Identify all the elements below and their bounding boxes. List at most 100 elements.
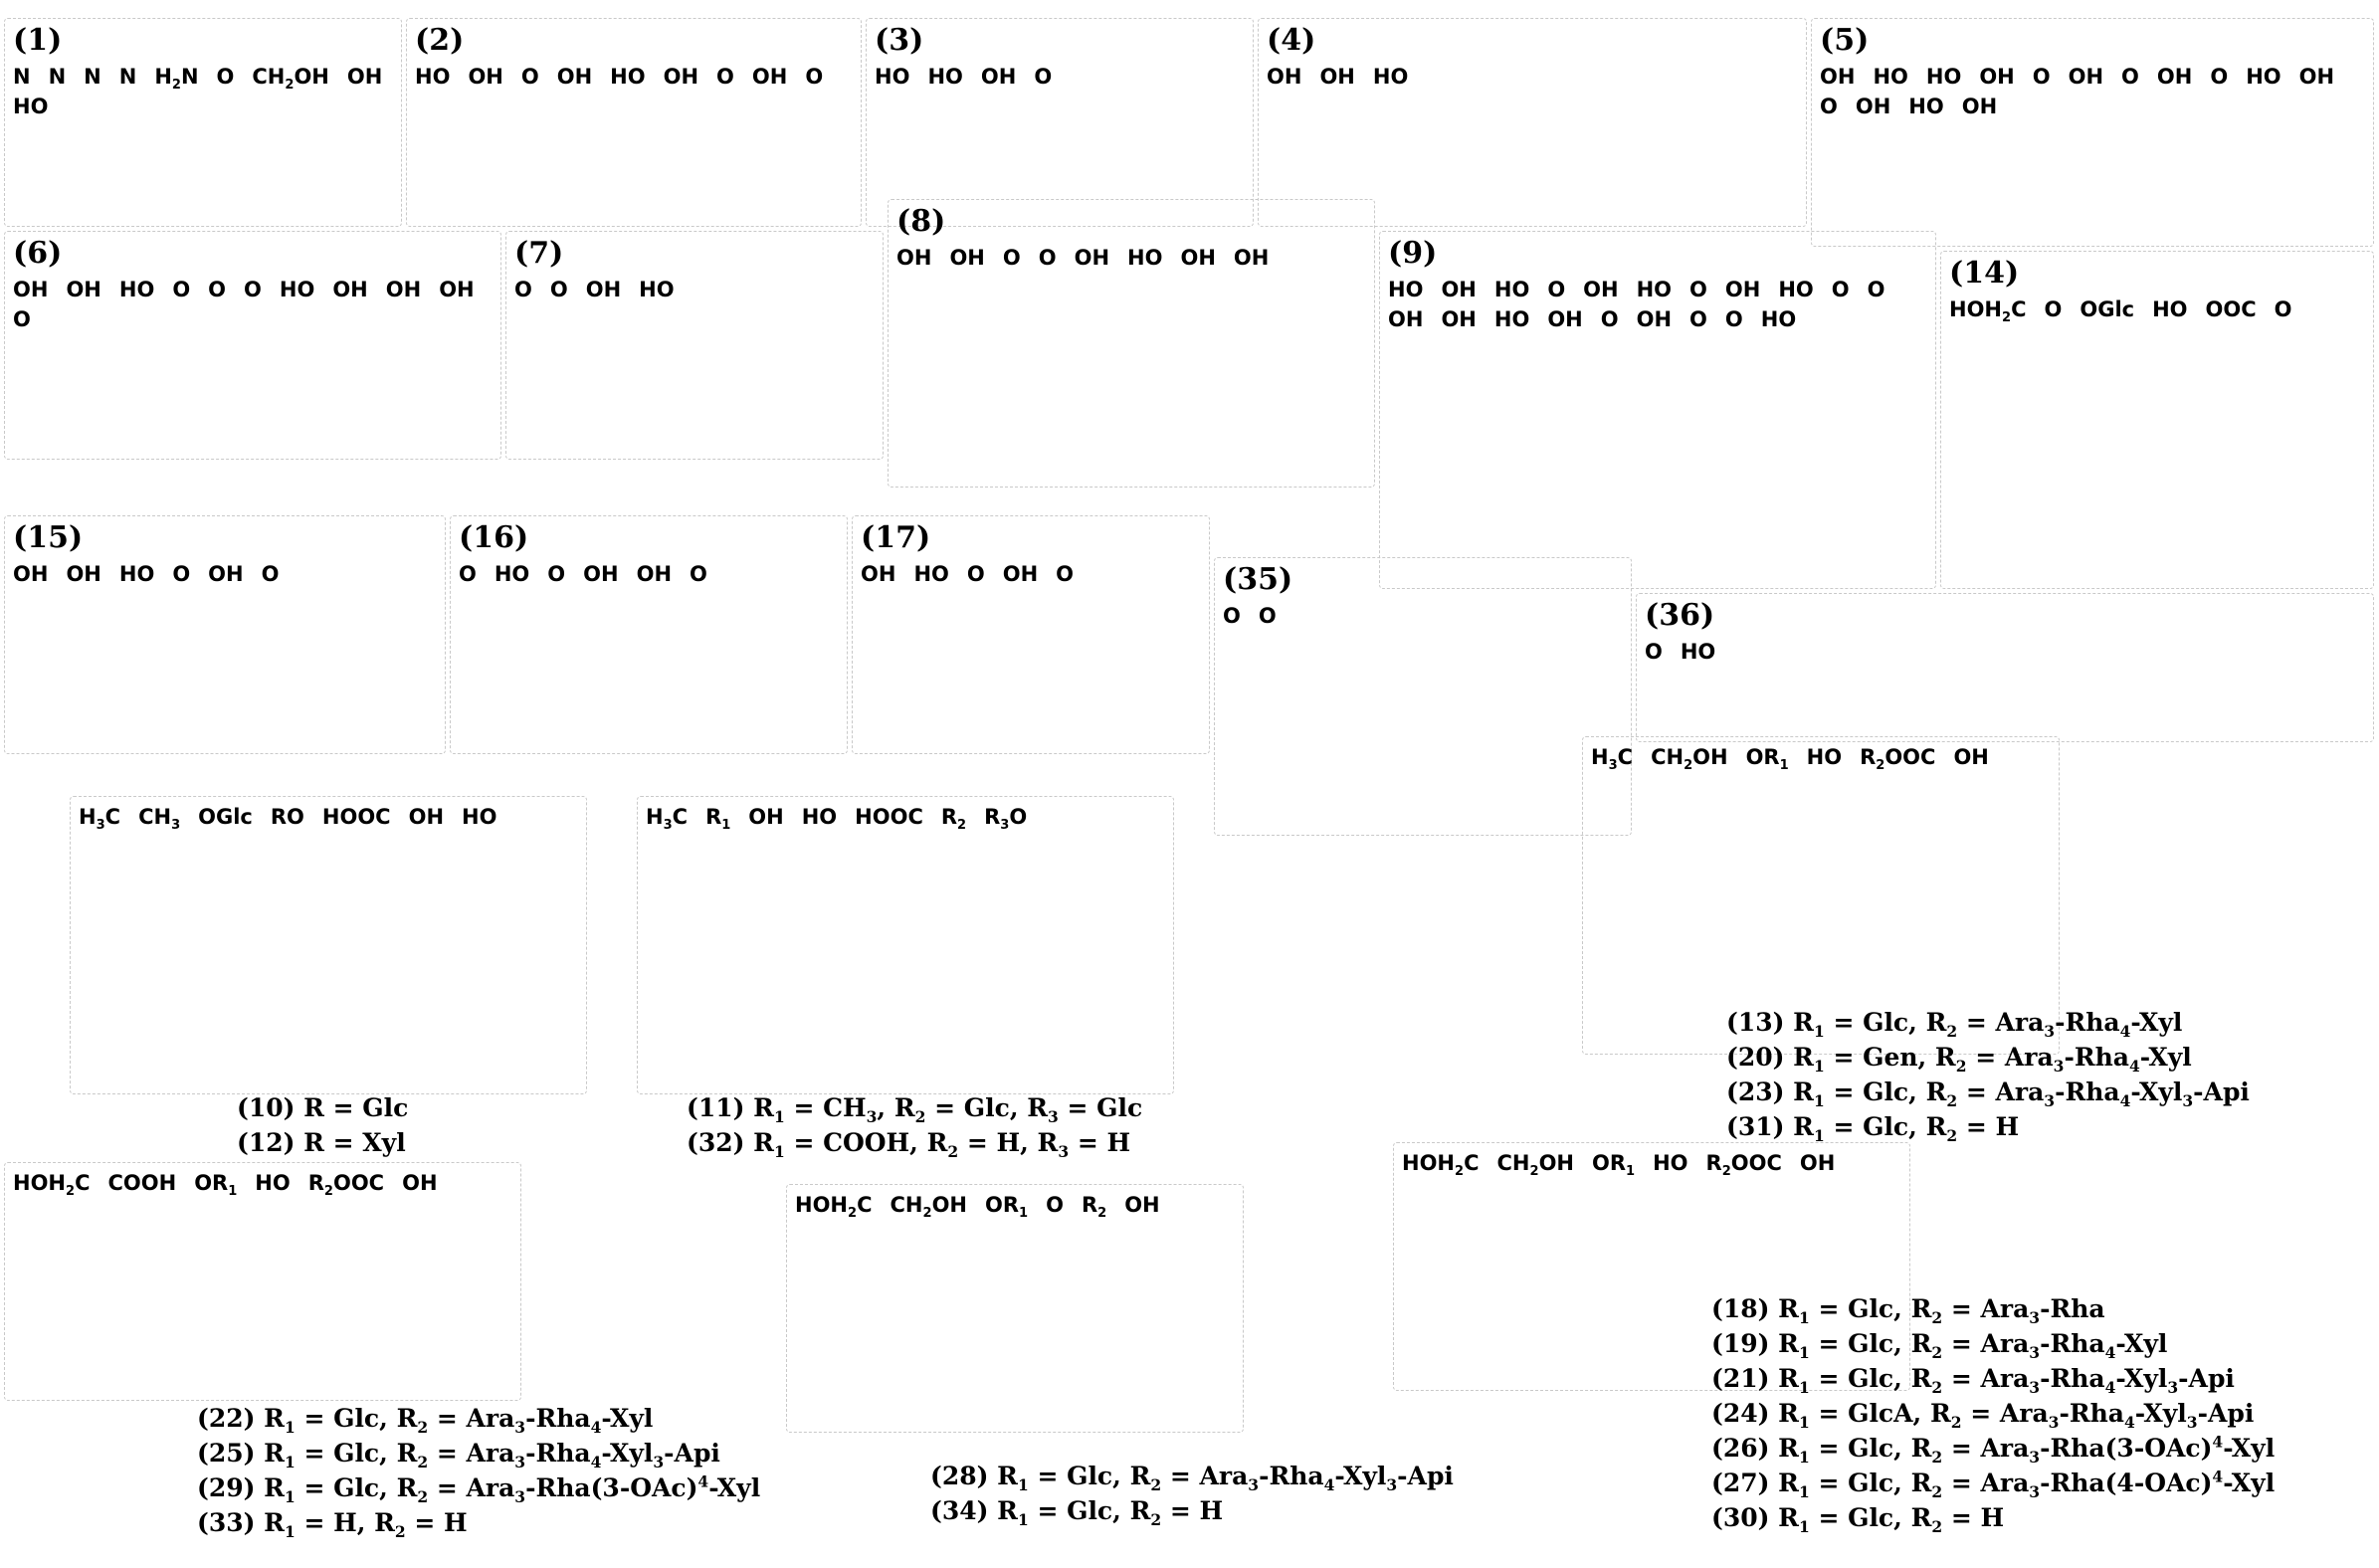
atom-label: OH [1441, 307, 1477, 331]
atom-label: HOH2C [1402, 1151, 1480, 1180]
atom-label: HO [462, 805, 497, 829]
atom-label: OH [1074, 246, 1110, 270]
atom-label: HOH2C [1949, 297, 2027, 326]
atom-label: OH [556, 65, 593, 89]
atom-label: CH2OH [252, 65, 329, 94]
atom-label: HO [1925, 65, 1962, 89]
atom-label: O [2121, 65, 2139, 89]
atom-label: O [2274, 297, 2292, 321]
atom-label: O [1831, 278, 1850, 301]
atom-label: HO [1127, 246, 1163, 270]
legend-line: (29) R1 = Glc, R2 = Ara3-Rha(3-OAc)4-Xyl [197, 1471, 761, 1506]
atom-label: HO [927, 65, 963, 89]
compound-number: (15) [13, 520, 84, 555]
legend-compounds-22-25-29-33: (22) R1 = Glc, R2 = Ara3-Rha4-Xyl(25) R1… [197, 1401, 760, 1540]
compound-number: (3) [875, 23, 924, 58]
atom-label: HOOC [855, 805, 923, 829]
atom-label: O [2044, 297, 2063, 321]
atom-label: HO [1873, 65, 1908, 89]
atom-label: N [48, 65, 67, 89]
atom-label: O [2032, 65, 2051, 89]
atom-label: HO [639, 278, 675, 301]
atom-label: O [261, 562, 280, 586]
atom-label: OR1 [1592, 1151, 1636, 1180]
atom-label: OH [1583, 278, 1619, 301]
atom-label: HO [118, 562, 155, 586]
compound-number: (2) [415, 23, 465, 58]
atom-label: HO [1636, 278, 1673, 301]
atom-label: OH [13, 562, 49, 586]
legend-line: (22) R1 = Glc, R2 = Ara3-Rha4-Xyl [197, 1404, 654, 1437]
atom-label: R2 [1081, 1193, 1107, 1222]
atom-label: OH [2298, 65, 2335, 89]
atom-label: R1 [705, 805, 731, 834]
atom-label: O [520, 65, 539, 89]
atom-label: OH [1820, 65, 1856, 89]
atom-label: OH [980, 65, 1017, 89]
legend-line: (30) R1 = Glc, R2 = H [1711, 1503, 2005, 1536]
legend-line: (19) R1 = Glc, R2 = Ara3-Rha4-Xyl [1711, 1329, 2168, 1362]
atom-label: OGlc [198, 805, 253, 829]
atom-label: OH [208, 562, 244, 586]
legend-line: (27) R1 = Glc, R2 = Ara3-Rha(4-OAc)4-Xyl [1711, 1467, 2276, 1501]
atom-label: H3C [646, 805, 689, 834]
atom-label: OR1 [985, 1193, 1029, 1222]
atom-label: O [1547, 278, 1566, 301]
legend-line: (31) R1 = Glc, R2 = H [1726, 1112, 2020, 1145]
compound-number: (8) [896, 204, 946, 239]
legend-line: (28) R1 = Glc, R2 = Ara3-Rha4-Xyl3-Api [930, 1462, 1454, 1494]
atom-label: OH [346, 65, 383, 89]
atom-label: OH [1233, 246, 1270, 270]
atom-label: OH [861, 562, 896, 586]
atom-label: R3O [984, 805, 1028, 834]
atom-label: OH [1180, 246, 1216, 270]
atom-label: R2OOC [1705, 1151, 1782, 1180]
atom-label: H3C [79, 805, 121, 834]
atom-label: OH [663, 65, 699, 89]
atom-label: OH [1724, 278, 1761, 301]
atom-label: HO [875, 65, 910, 89]
atom-label: HO [279, 278, 315, 301]
compound-number: (1) [13, 23, 63, 58]
atom-label: O [172, 562, 191, 586]
atom-label: N [118, 65, 137, 89]
atom-label: HOOC [321, 805, 391, 829]
atom-label: COOH [107, 1171, 177, 1195]
atom-label: HO [13, 95, 49, 118]
compound-number: (9) [1388, 236, 1438, 271]
atom-label: HO [1493, 307, 1530, 331]
atom-label: OH [1002, 562, 1039, 586]
legend-line: (21) R1 = Glc, R2 = Ara3-Rha4-Xyl3-Api [1711, 1364, 2235, 1397]
atom-label: OH [332, 278, 368, 301]
atom-label: HO [1760, 307, 1797, 331]
atom-label: O [13, 307, 31, 331]
atom-label: OR1 [1745, 745, 1789, 774]
atom-label: O [1258, 604, 1277, 628]
atom-label: HOH2C [795, 1193, 873, 1222]
legend-line: (13) R1 = Glc, R2 = Ara3-Rha4-Xyl [1726, 1008, 2183, 1041]
atom-label: O [549, 278, 568, 301]
legend-line: (18) R1 = Glc, R2 = Ara3-Rha [1711, 1294, 2105, 1327]
atom-label: HO [2152, 297, 2188, 321]
atom-label: O [459, 562, 477, 586]
legend-compounds-13-20-23-31: (13) R1 = Glc, R2 = Ara3-Rha4-Xyl(20) R1… [1726, 1005, 2250, 1144]
atom-label: O [1689, 278, 1707, 301]
atom-label: HO [1778, 278, 1814, 301]
atom-label: HO [1806, 745, 1843, 769]
